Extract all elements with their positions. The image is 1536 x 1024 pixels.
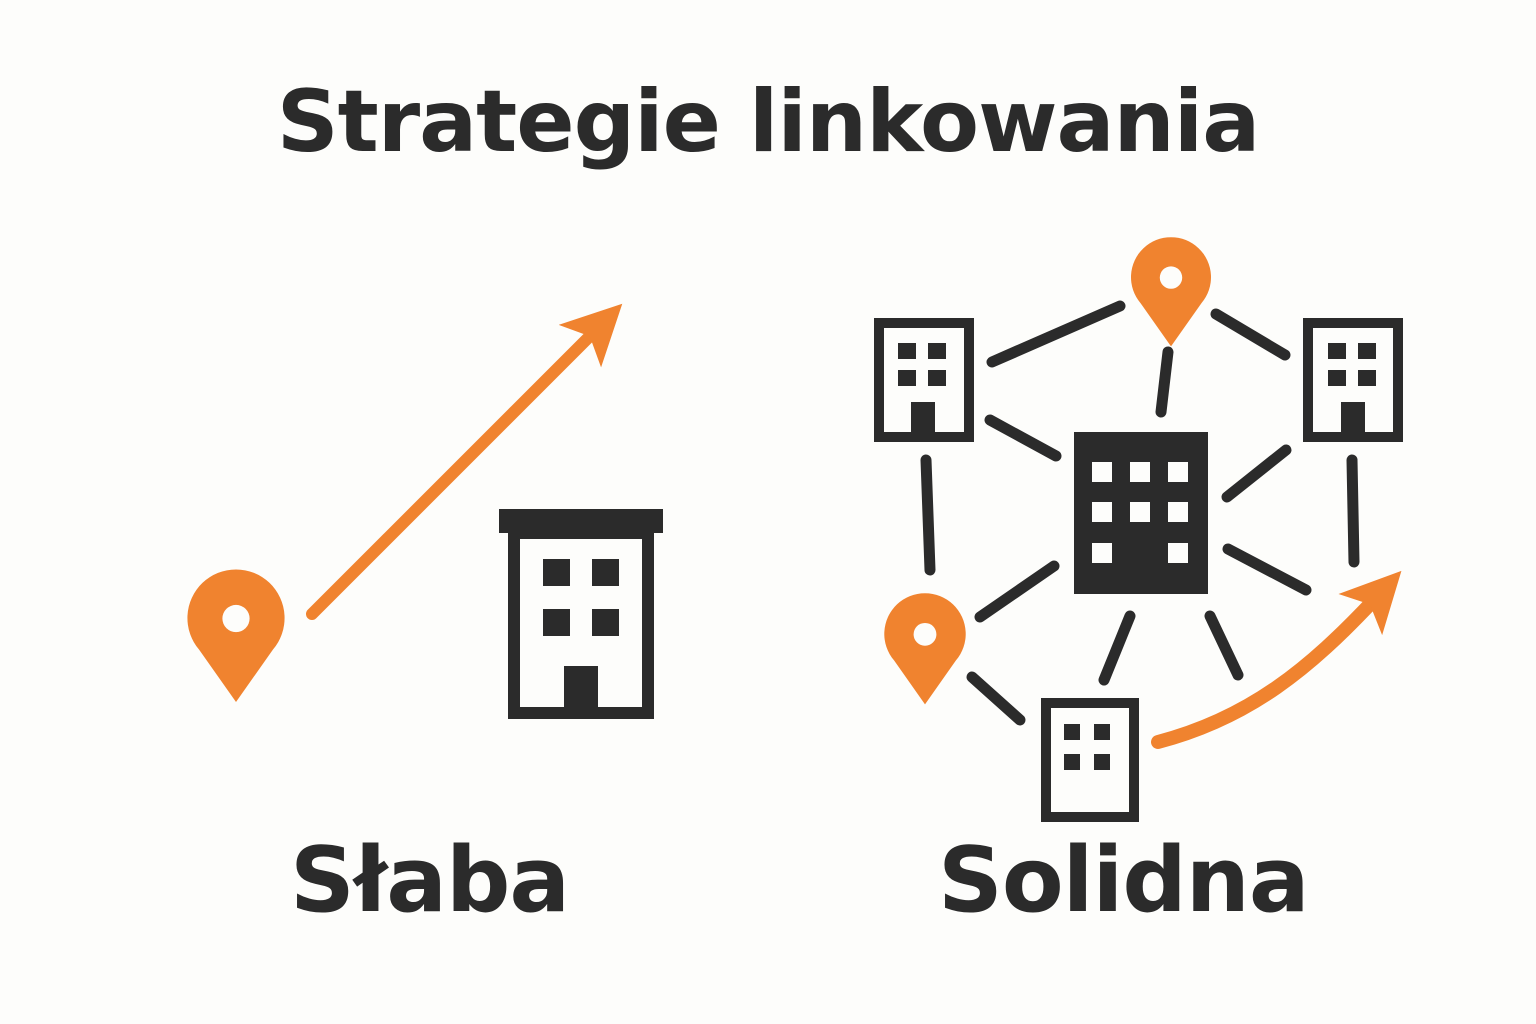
link-line bbox=[966, 671, 1026, 726]
location-pin-icon bbox=[187, 569, 285, 703]
building-icon bbox=[1074, 432, 1208, 594]
link-line bbox=[920, 454, 936, 576]
weak-strategy bbox=[187, 303, 663, 719]
link-line bbox=[986, 300, 1126, 368]
link-line bbox=[1210, 308, 1291, 361]
building-icon bbox=[1041, 698, 1139, 822]
solid-link-arrow bbox=[1151, 570, 1402, 749]
location-pin-icon bbox=[884, 593, 966, 705]
link-line bbox=[1098, 610, 1136, 686]
link-line bbox=[1346, 454, 1360, 568]
link-line bbox=[1204, 610, 1244, 681]
link-line bbox=[984, 414, 1062, 462]
building-icon bbox=[874, 318, 974, 442]
building-icon bbox=[499, 509, 663, 719]
link-line bbox=[1222, 543, 1312, 596]
building-icon bbox=[1303, 318, 1403, 442]
location-pin-icon bbox=[1131, 237, 1211, 347]
link-line bbox=[1155, 346, 1174, 418]
solid-strategy-label: Solidna bbox=[938, 828, 1310, 933]
link-line bbox=[1221, 444, 1292, 503]
solid-strategy bbox=[874, 237, 1403, 822]
link-lines bbox=[920, 300, 1360, 726]
weak-link-arrow bbox=[306, 303, 623, 620]
diagram-title: Strategie linkowania bbox=[276, 72, 1261, 172]
link-line bbox=[974, 560, 1060, 623]
weak-strategy-label: Słaba bbox=[290, 828, 570, 933]
